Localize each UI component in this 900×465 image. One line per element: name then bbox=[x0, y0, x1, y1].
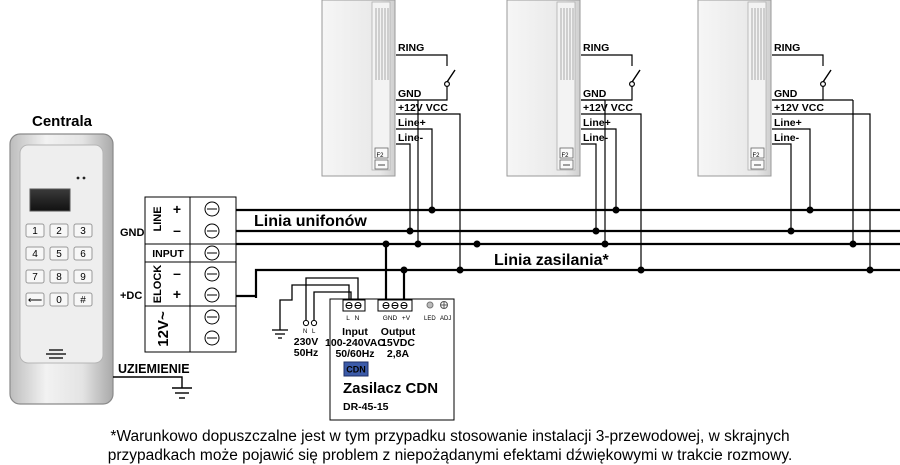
supply-12v-label: 12V~ bbox=[155, 311, 172, 347]
ring-switch-icons bbox=[443, 69, 832, 88]
psu-adj-label: ADJ bbox=[440, 316, 451, 322]
handset-3-labels: RING GND +12V VCC Line+ Line- bbox=[774, 42, 824, 144]
psu-n-label: N bbox=[355, 315, 360, 322]
keypad: 1 2 3 4 5 6 7 8 9 ⟵ 0 # bbox=[25, 223, 93, 307]
handset-wiring bbox=[396, 54, 871, 270]
mains-frequency: 50Hz bbox=[294, 347, 319, 359]
psu-input-freq: 50/60Hz bbox=[335, 348, 374, 360]
psu-gnd-label: GND bbox=[383, 315, 398, 322]
mains-terminals bbox=[302, 319, 318, 327]
key-8: 8 bbox=[56, 272, 62, 283]
elock-plus-label: + bbox=[173, 286, 181, 302]
vcc-label-3: +12V VCC bbox=[774, 102, 824, 114]
handset-1: F2 bbox=[321, 0, 396, 177]
key-1: 1 bbox=[32, 226, 38, 237]
key-5: 5 bbox=[56, 249, 62, 260]
psu-output-voltage: 15VDC bbox=[381, 337, 415, 349]
vcc-label-1: +12V VCC bbox=[398, 102, 448, 114]
handset-2: F2 bbox=[506, 0, 581, 177]
line-label: LINE bbox=[152, 206, 164, 231]
psu-led-label: LED bbox=[424, 316, 436, 322]
speaker-grille bbox=[46, 349, 66, 359]
gnd-label-1: GND bbox=[398, 88, 422, 100]
psu-model: DR-45-15 bbox=[343, 401, 389, 413]
handset-2-labels: RING GND +12V VCC Line+ Line- bbox=[583, 42, 633, 144]
input-label: INPUT bbox=[152, 248, 184, 260]
psu-vplus-label: +V bbox=[402, 315, 411, 322]
terminal-block: LINE + – INPUT ELOCK – + 12V~ bbox=[144, 196, 237, 353]
psu-led-icon bbox=[426, 301, 434, 309]
line-minus-label-2: Line- bbox=[583, 132, 609, 144]
line-minus-label: – bbox=[173, 222, 181, 238]
mains-n-label: N bbox=[303, 329, 307, 335]
handset-2-f2-label: F2 bbox=[561, 153, 569, 159]
footnote-line-2: przypadkach może pojawić się problem z n… bbox=[107, 447, 793, 464]
central-title: Centrala bbox=[32, 113, 93, 130]
ring-label-2: RING bbox=[583, 42, 609, 54]
key-2: 2 bbox=[56, 226, 62, 237]
line-minus-label-1: Line- bbox=[398, 132, 424, 144]
line-minus-label-3: Line- bbox=[774, 132, 800, 144]
mains-ground-icon bbox=[272, 329, 288, 339]
key-hash: # bbox=[80, 295, 86, 306]
svg-text:CDN: CDN bbox=[346, 365, 366, 375]
handset-line-label: Linia unifonów bbox=[254, 213, 367, 230]
cdn-logo: CDN bbox=[343, 361, 369, 377]
footnote-line-1: *Warunkowo dopuszczalne jest w tym przyp… bbox=[110, 428, 790, 445]
psu-output-current: 2,8A bbox=[387, 348, 410, 360]
mains-voltage: 230V bbox=[294, 336, 319, 348]
elock-minus-label: – bbox=[173, 265, 181, 281]
junction-dots bbox=[382, 206, 874, 274]
psu-input-range: 100-240VAC bbox=[325, 337, 385, 349]
footnote: *Warunkowo dopuszczalne jest w tym przyp… bbox=[0, 427, 900, 465]
psu-input-title: Input bbox=[342, 326, 368, 338]
psu-output-title: Output bbox=[381, 326, 416, 338]
door-station-panel: 1 2 3 4 5 6 7 8 9 ⟵ 0 # bbox=[9, 133, 114, 405]
key-6: 6 bbox=[80, 249, 86, 260]
handset-3: F2 bbox=[697, 0, 772, 177]
key-0: 0 bbox=[56, 295, 62, 306]
key-7: 7 bbox=[32, 272, 38, 283]
key-4: 4 bbox=[32, 249, 38, 260]
psu-wiring bbox=[236, 244, 406, 330]
key-back: ⟵ bbox=[28, 295, 42, 306]
line-plus-label-3: Line+ bbox=[774, 117, 802, 129]
psu-l-label: L bbox=[346, 315, 350, 322]
handset-1-f2-label: F2 bbox=[376, 153, 384, 159]
line-plus-label-2: Line+ bbox=[583, 117, 611, 129]
handset-1-labels: RING GND +12V VCC Line+ Line- bbox=[398, 42, 448, 144]
line-plus-label: + bbox=[173, 201, 181, 217]
dc-terminal-label: +DC bbox=[120, 290, 142, 302]
power-line-label: Linia zasilania* bbox=[494, 252, 609, 269]
ground-label: UZIEMIENIE bbox=[118, 362, 190, 376]
key-3: 3 bbox=[80, 226, 86, 237]
gnd-label-2: GND bbox=[583, 88, 607, 100]
line-plus-label-1: Line+ bbox=[398, 117, 426, 129]
gnd-terminal-label: GND bbox=[120, 227, 145, 239]
earth-ground-icon bbox=[113, 376, 192, 399]
power-supply: LED ADJ L N GND +V Input 100-240VAC 50/6… bbox=[325, 298, 455, 421]
ring-label-1: RING bbox=[398, 42, 424, 54]
psu-adj-icon bbox=[440, 301, 448, 309]
elock-label: ELOCK bbox=[152, 265, 164, 304]
handset-3-f2-label: F2 bbox=[752, 153, 760, 159]
vcc-label-2: +12V VCC bbox=[583, 102, 633, 114]
gnd-label-3: GND bbox=[774, 88, 798, 100]
ring-label-3: RING bbox=[774, 42, 800, 54]
key-9: 9 bbox=[80, 272, 86, 283]
mains-l-label: L bbox=[312, 329, 316, 335]
psu-name: Zasilacz CDN bbox=[343, 380, 438, 397]
